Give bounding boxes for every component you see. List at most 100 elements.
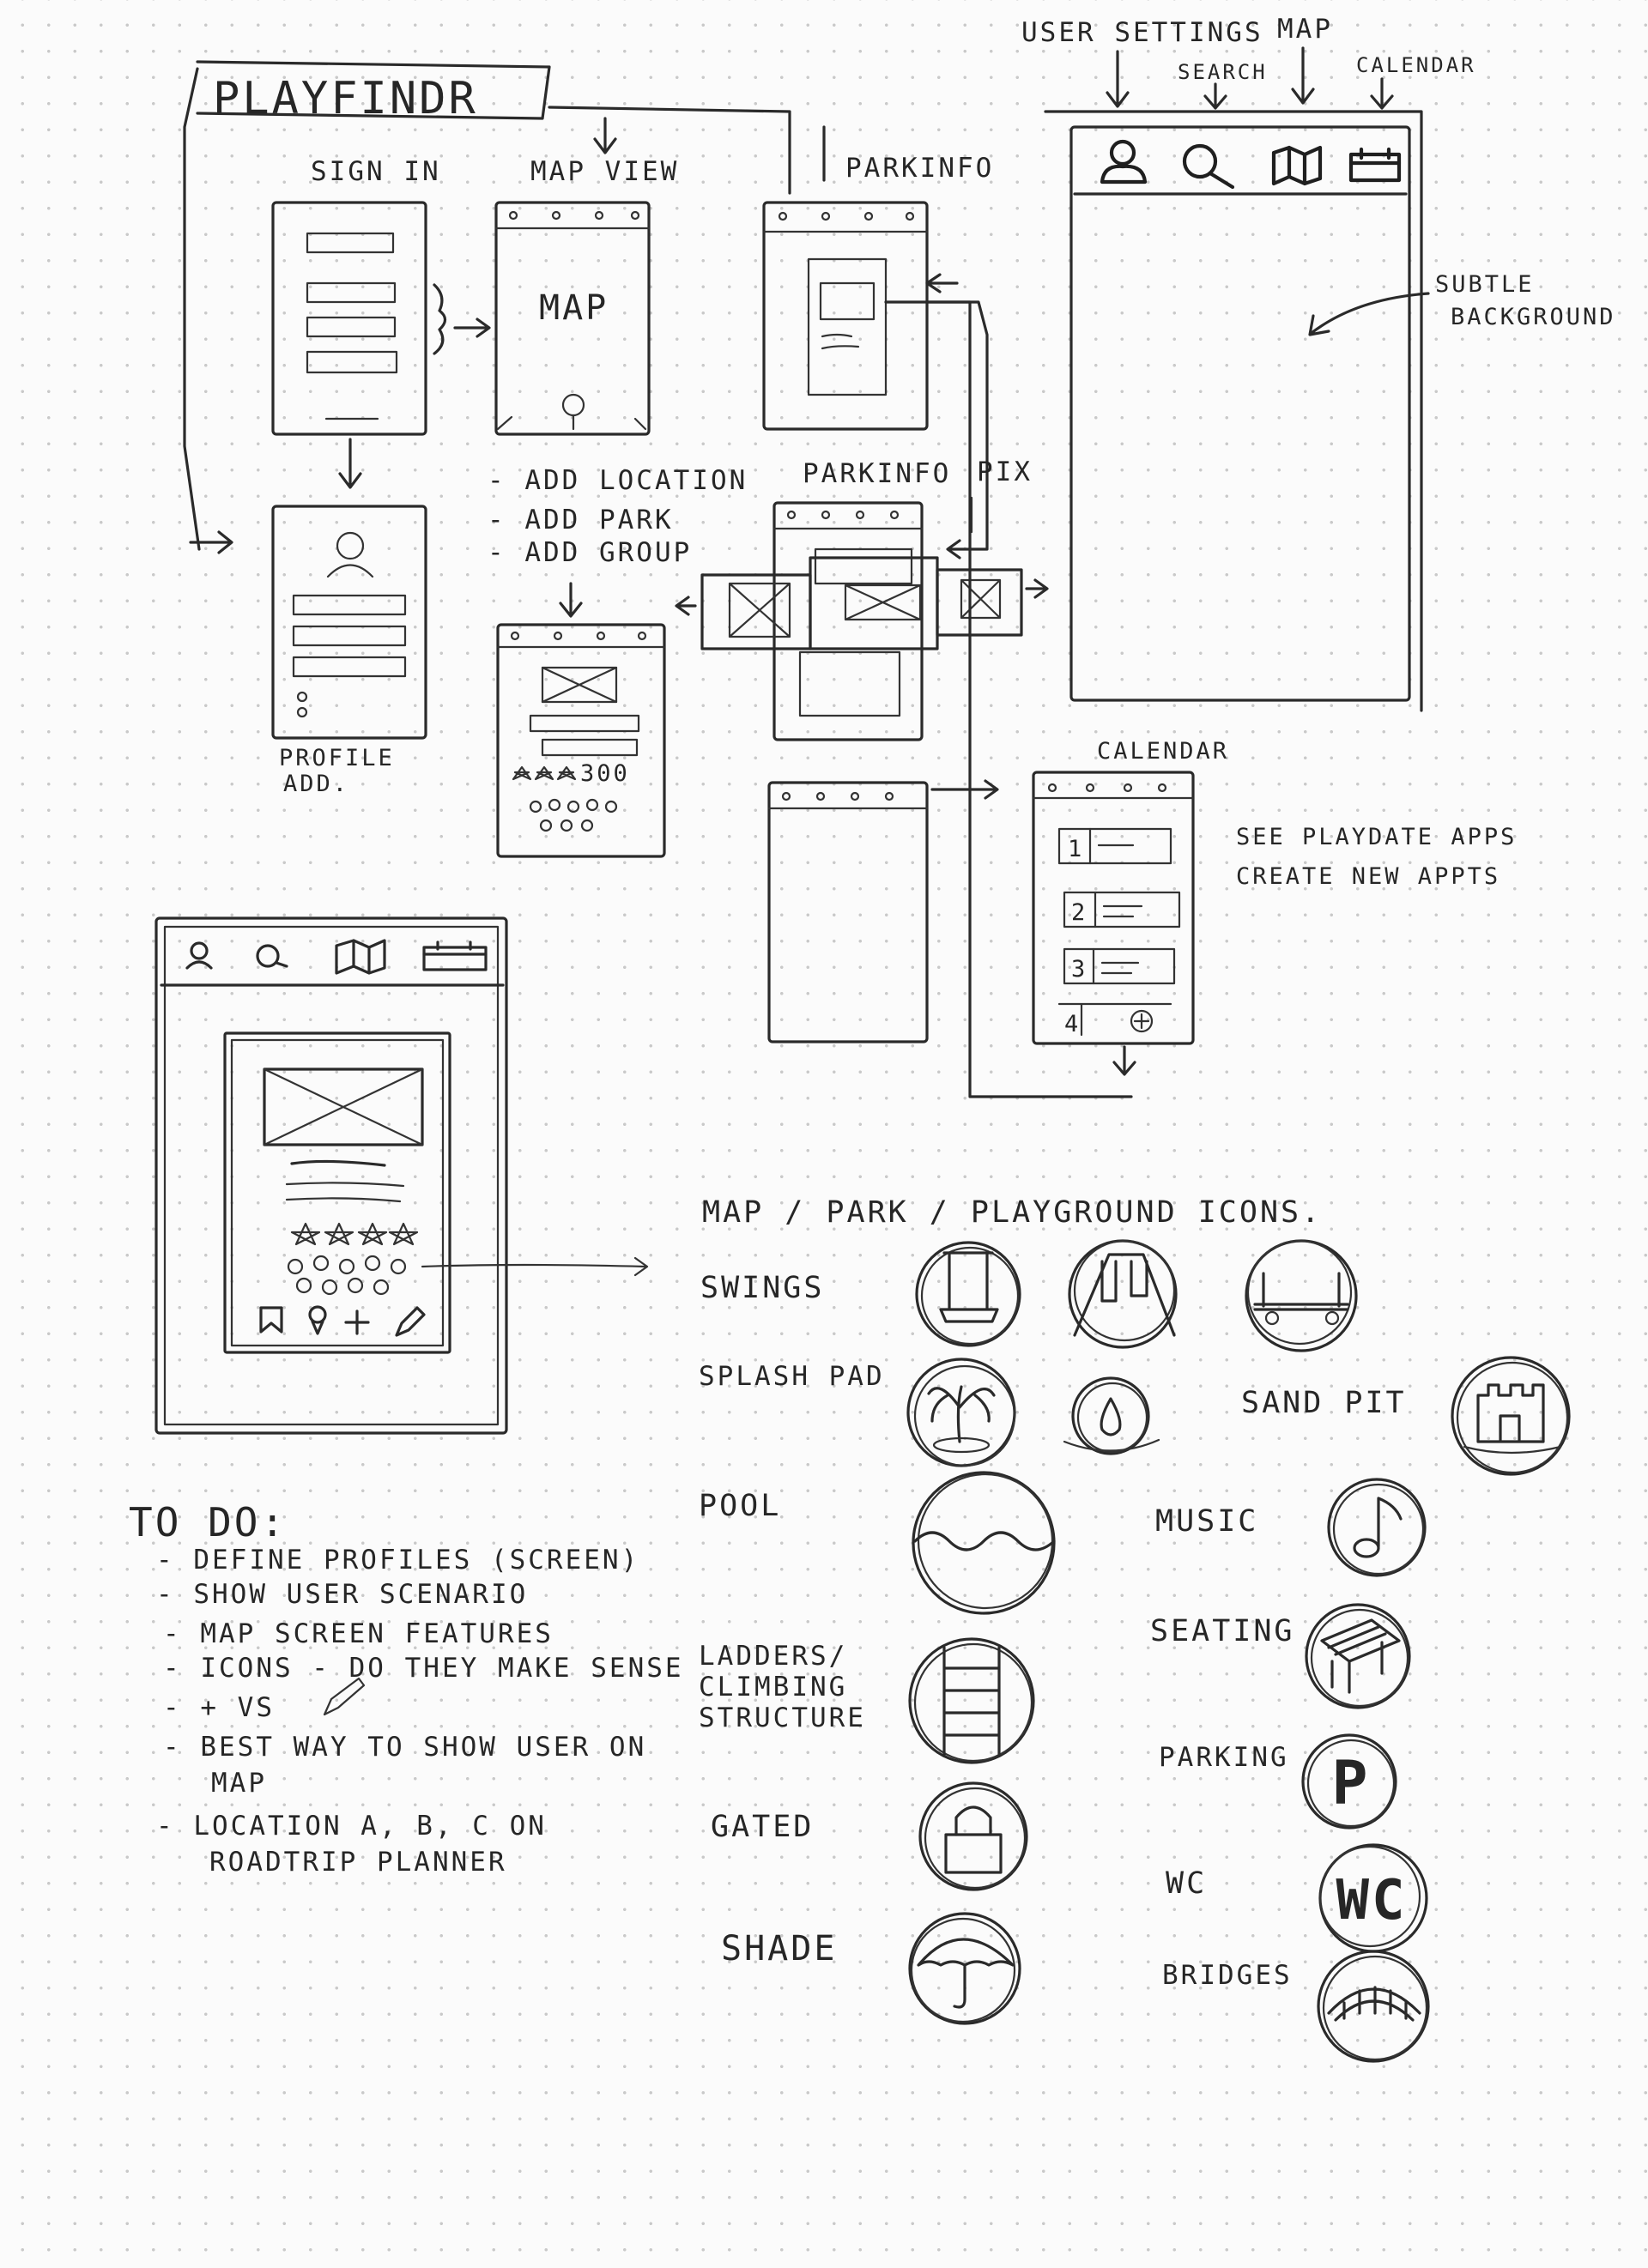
- mapview-pin-icon: [561, 393, 585, 417]
- parkinfo2-tab: [889, 510, 900, 520]
- detail-search-icon: [256, 944, 280, 968]
- ladder-icon: [908, 1637, 1035, 1764]
- detail-dot: [338, 1258, 355, 1275]
- detail-outer-frame: [154, 916, 508, 1435]
- profile-avatar-body: [326, 564, 374, 578]
- detail-dot: [295, 1277, 312, 1294]
- sandcastle-icon: [1476, 1383, 1545, 1443]
- mapview-tab-1: [508, 210, 518, 221]
- pix-slide-right: [936, 568, 1023, 637]
- pool-icon: [912, 1471, 1056, 1615]
- bridges-icon: [1317, 1950, 1430, 2063]
- profile-dot-1: [296, 691, 308, 703]
- lock-icon: [954, 1805, 992, 1836]
- lock-icon: [924, 1787, 1027, 1890]
- map-option-2: - ADD PARK: [488, 505, 674, 535]
- bench-icon: [1310, 1608, 1409, 1708]
- mapview-frame: [494, 201, 651, 436]
- subtle-label-1: SUBTLE: [1435, 271, 1535, 298]
- detail-hero-cross: [263, 1067, 424, 1146]
- icon-label-seating: SEATING: [1150, 1614, 1295, 1648]
- signin-field-4: [306, 350, 398, 374]
- add-stars: [512, 765, 577, 781]
- wc-glyph: WC: [1336, 1869, 1407, 1932]
- arrow-to-mapview: [593, 117, 617, 154]
- add-dot: [580, 819, 594, 832]
- detail-add-icon: [344, 1309, 370, 1335]
- todo-pencil-icon: [323, 1677, 366, 1716]
- calendar-row-box: [1057, 827, 1172, 865]
- parkinfo2-frame: [772, 501, 924, 741]
- add-dot: [539, 819, 553, 832]
- flow-line-top: [548, 106, 791, 195]
- umbrella-icon: [917, 1938, 1015, 2009]
- mapview-tab-2: [551, 210, 561, 221]
- blank-tab: [884, 791, 894, 801]
- detail-hero-image: [263, 1067, 424, 1146]
- umbrella-icon: [910, 1917, 1016, 2023]
- detail-text-lines: [285, 1182, 405, 1203]
- calendar-add-plus: [1133, 1013, 1150, 1030]
- arrow-signin-map: [453, 318, 491, 338]
- parkinfo2-body: [798, 650, 901, 717]
- todo-item-7: MAP: [211, 1768, 267, 1799]
- detail-dot: [364, 1255, 381, 1272]
- bench-icon: [1320, 1618, 1401, 1694]
- fountain-icon: [927, 1385, 996, 1443]
- wc-icon: WC: [1318, 1843, 1428, 1953]
- title-box: [196, 60, 551, 120]
- calendar-note-2: CREATE NEW APPTS: [1236, 863, 1500, 890]
- calendar-note-1: SEE PLAYDATE APPS: [1236, 824, 1517, 850]
- detail-card-inner: [230, 1038, 445, 1347]
- detail-search-icon: [275, 961, 288, 968]
- fountain-icon: [932, 1436, 991, 1454]
- calendar-row-box: [1063, 947, 1176, 985]
- arrow-subtle: [1308, 292, 1430, 336]
- arrow-to-icons: [421, 1256, 649, 1277]
- icon-label-wc: WC: [1166, 1866, 1207, 1901]
- icon-label-music: MUSIC: [1155, 1504, 1258, 1539]
- icon-label-sand-pit: SAND PIT: [1241, 1386, 1407, 1420]
- todo-item-8: - LOCATION A, B, C ON: [156, 1811, 547, 1842]
- parkinfo2-screen: PARKINFO PIX: [675, 457, 1049, 741]
- todo-item-4: - ICONS - DO THEY MAKE SENSE: [163, 1653, 684, 1684]
- calendar-row-lines: [1094, 891, 1143, 928]
- pix-arrow-left: [675, 596, 697, 616]
- detail-dot: [390, 1258, 407, 1275]
- signin-field-2: [306, 281, 397, 304]
- mapview-tab-4: [630, 210, 640, 221]
- topbar-screen: USER SETTINGS MAP SEARCH CALENDAR SUBTLE…: [1021, 14, 1614, 712]
- profile-frame: [271, 505, 427, 740]
- sandcastle-icon: [1456, 1361, 1569, 1474]
- parkinfo-tab: [905, 211, 915, 221]
- parking-icon: [1301, 1733, 1397, 1830]
- map-option-1: - ADD LOCATION: [488, 465, 748, 496]
- detail-dot: [347, 1277, 364, 1294]
- detail-dot: [287, 1258, 304, 1275]
- music-note-icon: [1353, 1538, 1380, 1558]
- gated-icon: [918, 1781, 1028, 1891]
- mapview-map-text: MAP: [539, 288, 609, 328]
- profile-field-2: [292, 625, 407, 647]
- sandcastle-icon: [1451, 1356, 1571, 1476]
- detail-location-icon: [311, 1320, 324, 1335]
- pix-slide-right-image: [960, 578, 1002, 620]
- map-option-3: - ADD GROUP: [488, 537, 692, 568]
- parkinfo-label: PARKINFO: [845, 153, 994, 184]
- add-dot: [560, 819, 573, 832]
- water-drop-icon: [1100, 1397, 1122, 1436]
- detail-edit-icon: [395, 1306, 426, 1337]
- detail-calendar-icon: [422, 940, 488, 956]
- todo-item-5: - + VS: [163, 1692, 275, 1723]
- arrow-calendar-down: [1112, 1045, 1136, 1076]
- parkinfo-screen: PARKINFO: [762, 153, 994, 559]
- calendar-tab: [1047, 783, 1057, 793]
- signin-field-1: [306, 232, 395, 254]
- parkinfo2-label: PARKINFO: [803, 458, 951, 489]
- user-icon: [1100, 164, 1148, 184]
- bridge-icon: [1317, 1950, 1430, 2063]
- pool-icon: [913, 1531, 1056, 1551]
- seesaw-icon: [1264, 1310, 1280, 1326]
- parkinfo-tab: [863, 211, 874, 221]
